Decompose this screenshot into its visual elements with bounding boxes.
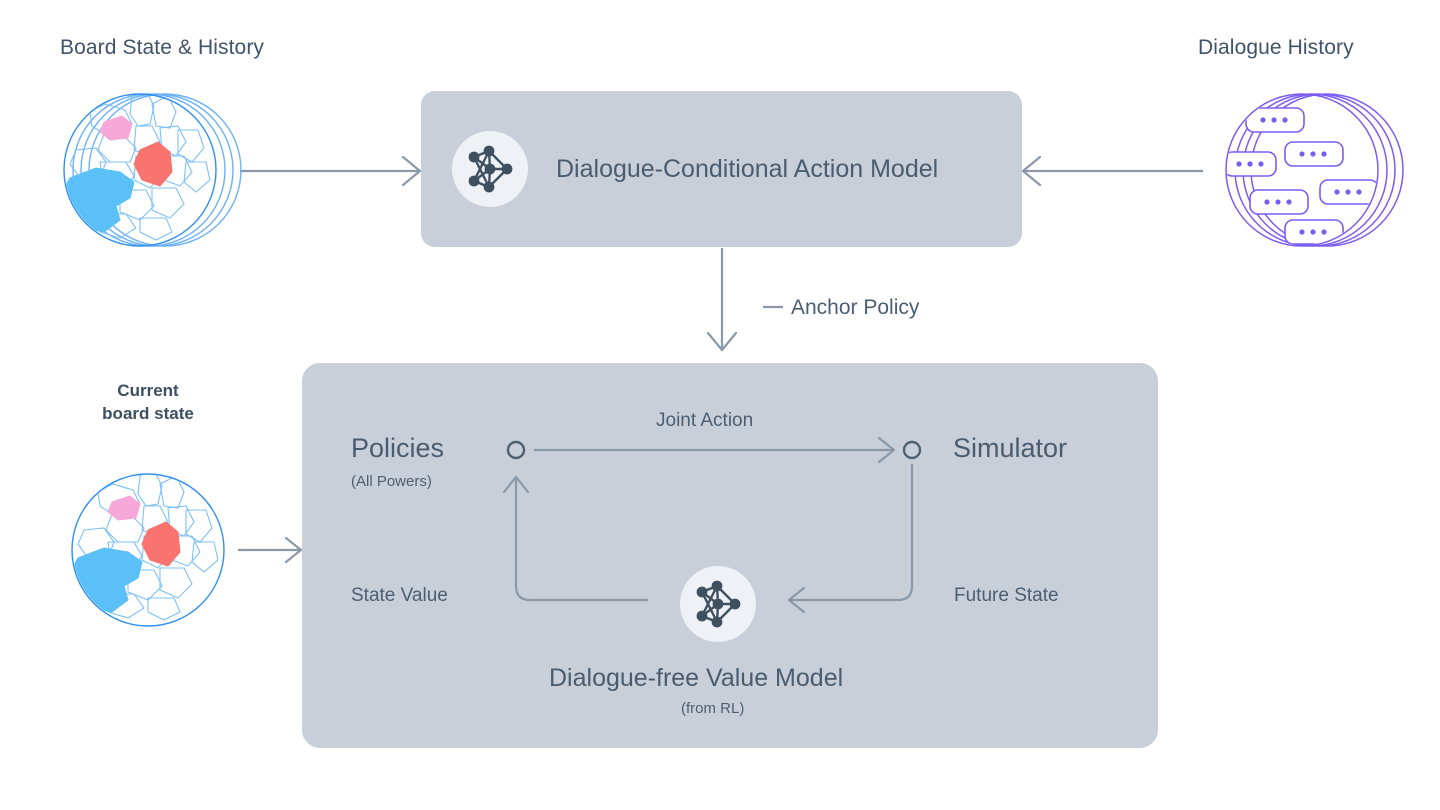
simulator-label: Simulator <box>953 433 1068 463</box>
arrow-current-board-to-panel <box>238 536 303 564</box>
value-model-sublabel: (from RL) <box>681 700 745 717</box>
dialogue-history-heading: Dialogue History <box>1198 36 1354 59</box>
diplomacy-map-stack-icon <box>63 93 242 247</box>
chat-bubble <box>1245 107 1305 133</box>
joint-action-label: Joint Action <box>656 410 754 431</box>
arrow-board-to-action-model <box>240 155 422 187</box>
chat-bubble <box>1319 179 1377 205</box>
future-state-label: Future State <box>954 585 1059 606</box>
policies-sublabel: (All Powers) <box>351 473 432 490</box>
state-value-label: State Value <box>351 585 448 606</box>
chat-bubble <box>1284 219 1344 245</box>
current-board-state-caption: Current board state <box>102 381 194 423</box>
arrow-anchor-policy <box>706 248 783 352</box>
planning-loop-panel <box>302 363 1158 748</box>
chat-bubble <box>1249 189 1309 215</box>
board-state-heading: Board State & History <box>60 36 265 59</box>
value-model-label: Dialogue-free Value Model <box>549 664 844 692</box>
diplomacy-map-icon <box>71 473 225 627</box>
neural-network-icon <box>680 566 756 642</box>
chat-bubble-stack-icon <box>1225 93 1404 247</box>
dialogue-conditional-action-model-label: Dialogue-Conditional Action Model <box>556 155 939 183</box>
anchor-policy-label: Anchor Policy <box>791 296 920 319</box>
arrow-dialogue-to-action-model <box>1021 155 1203 187</box>
policies-label: Policies <box>351 433 445 463</box>
neural-network-icon <box>452 131 528 207</box>
chat-bubble <box>1284 141 1344 167</box>
chat-bubble <box>1227 151 1277 177</box>
